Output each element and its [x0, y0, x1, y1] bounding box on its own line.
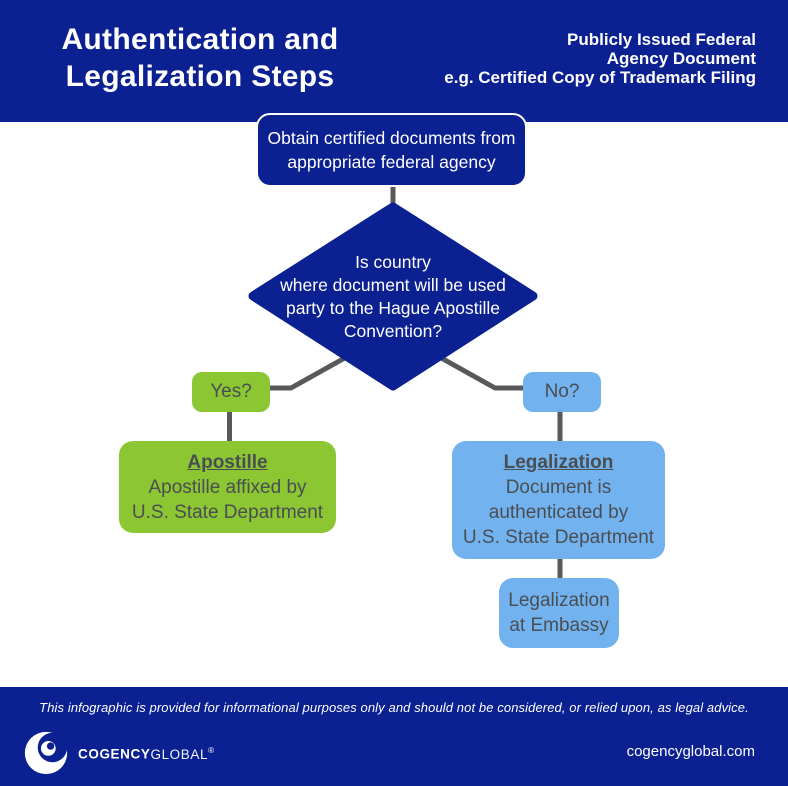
start-box-line-2: appropriate federal agency	[287, 152, 496, 172]
apostille-line-1: Apostille affixed by	[148, 476, 307, 498]
yes-label-box: Yes?	[192, 372, 270, 412]
connector-decision-to-no	[416, 342, 527, 391]
decision-line-2: where document will be used	[280, 275, 506, 295]
decision-line-4: Convention?	[343, 321, 443, 341]
website-url: cogencyglobal.com	[626, 743, 755, 760]
page-title-line-1: Authentication and	[61, 23, 339, 56]
page-title-line-2: Legalization Steps	[65, 60, 335, 93]
decision-line-1: Is country	[355, 252, 431, 272]
embassy-box: Legalization at Embassy	[499, 578, 619, 648]
footer-band: This infographic is provided for informa…	[0, 687, 788, 786]
legalization-box: Legalization Document is authenticated b…	[452, 441, 665, 559]
header-subtitle-line-1: Publicly Issued Federal	[567, 30, 756, 49]
decision-text: Is country where document will be used p…	[263, 251, 523, 343]
header-band: Authentication and Legalization Steps Pu…	[0, 0, 788, 122]
apostille-box: Apostille Apostille affixed by U.S. Stat…	[119, 441, 336, 533]
legalization-title: Legalization	[503, 452, 614, 473]
no-label-box: No?	[523, 372, 601, 412]
brand-name-light: GLOBAL	[150, 746, 209, 762]
header-subtitle-line-3: e.g. Certified Copy of Trademark Filing	[444, 68, 756, 87]
page-title: Authentication and Legalization Steps	[0, 21, 400, 95]
legalization-line-1: Document is	[505, 477, 612, 498]
disclaimer-text: This infographic is provided for informa…	[39, 700, 749, 715]
brand-name-bold: COGENCY	[78, 746, 151, 762]
legalization-line-2: authenticated by	[488, 502, 629, 523]
registered-mark-icon: ®	[208, 746, 215, 755]
legalization-line-3: U.S. State Department	[462, 527, 655, 548]
start-box-line-1: Obtain certified documents from	[267, 128, 516, 148]
brand-name: COGENCYGLOBAL®	[78, 746, 215, 762]
embassy-line-1: Legalization	[508, 590, 610, 611]
connector-decision-to-yes	[264, 342, 370, 391]
start-box: Obtain certified documents from appropri…	[256, 113, 527, 187]
header-subtitle: Publicly Issued Federal Agency Document …	[444, 30, 756, 87]
header-subtitle-line-2: Agency Document	[606, 49, 756, 68]
decision-line-3: party to the Hague Apostille	[285, 298, 501, 318]
apostille-title: Apostille	[187, 451, 268, 473]
cogency-logo-icon	[24, 731, 68, 775]
apostille-line-2: U.S. State Department	[131, 501, 324, 523]
embassy-line-2: at Embassy	[509, 615, 609, 636]
